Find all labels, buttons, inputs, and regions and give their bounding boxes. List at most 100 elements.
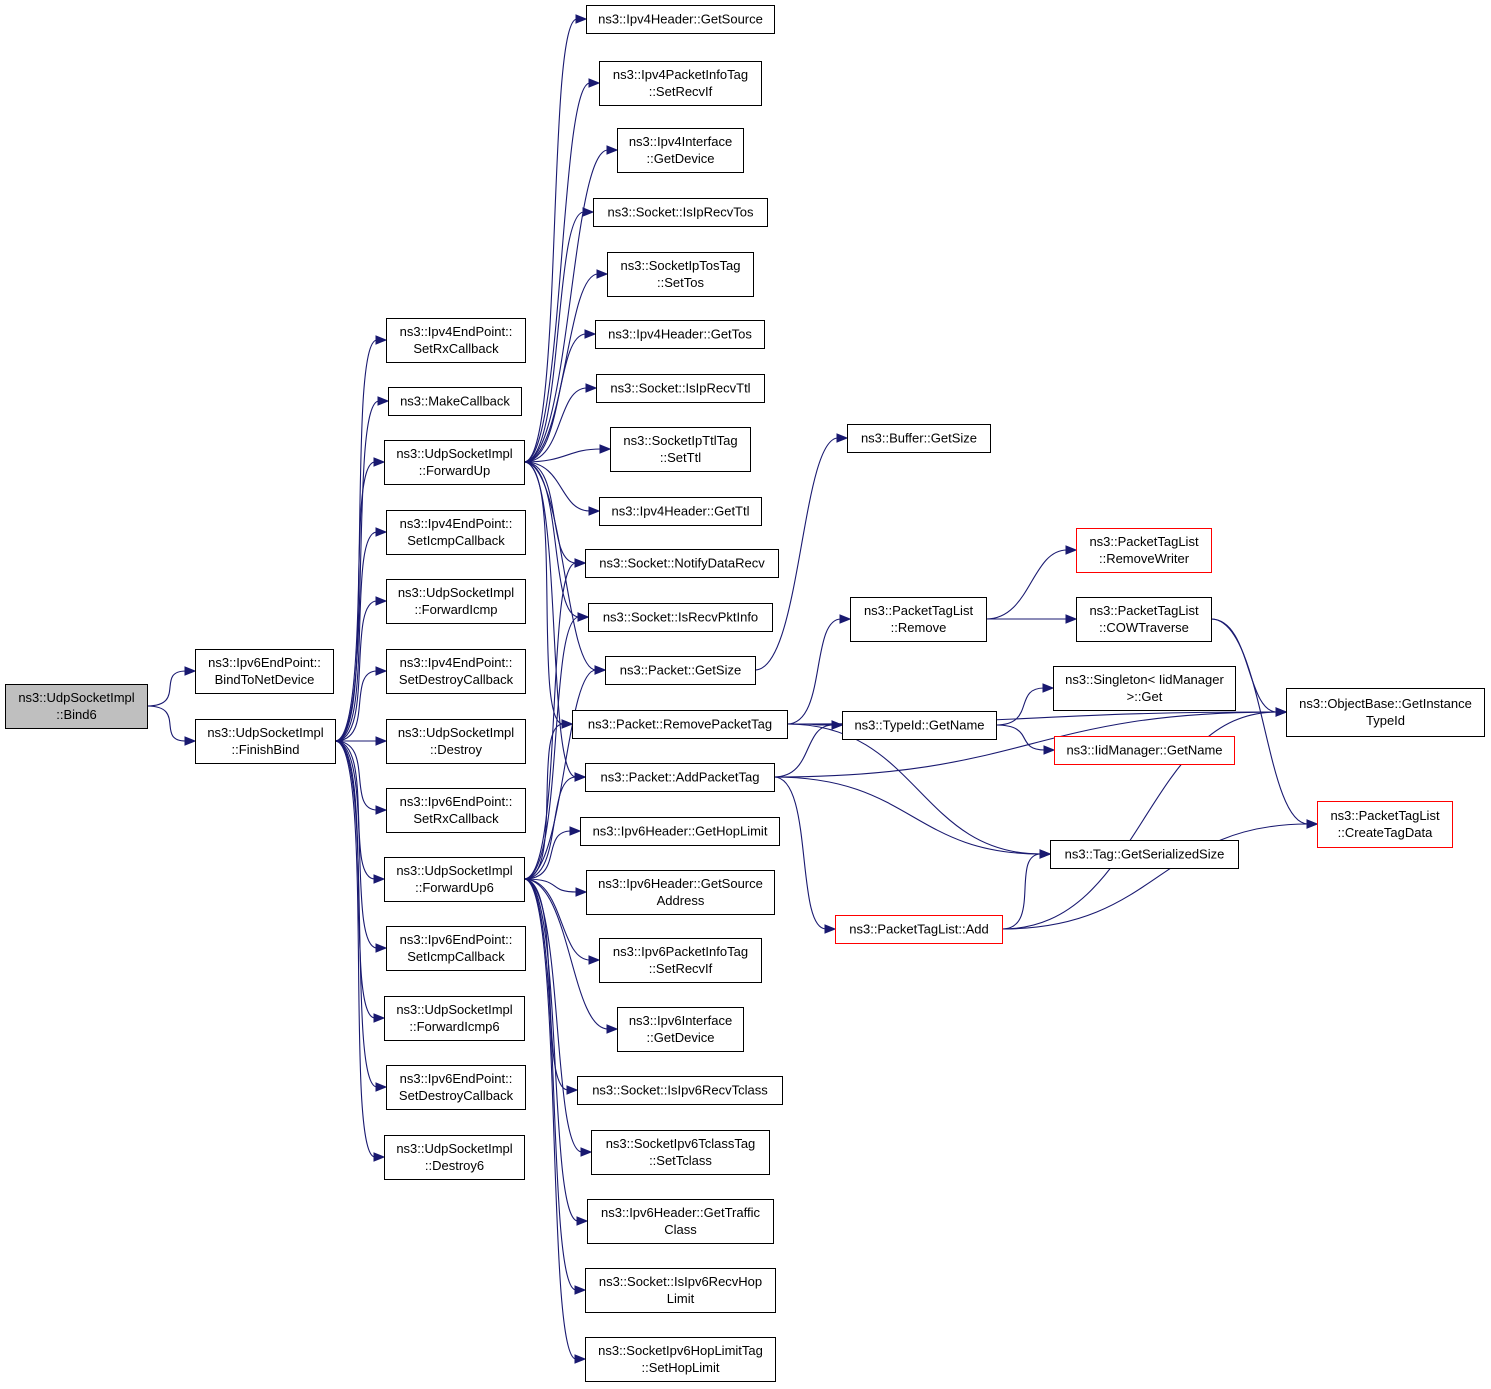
edge-bind6-to-finishbind	[146, 705, 187, 742]
node-label: ns3::Ipv4Header::GetTos	[608, 327, 752, 342]
edge-forwardup6-to-sockipv6hoplimittag-sethoplimit	[523, 878, 577, 1360]
node-forwardup6[interactable]: ns3::UdpSocketImpl::ForwardUp6	[384, 857, 525, 902]
node-label: ns3::Ipv6EndPoint::	[400, 794, 513, 809]
arrowhead	[594, 665, 607, 675]
node-ipv6ep-setdestroy[interactable]: ns3::Ipv6EndPoint::SetDestroyCallback	[386, 1065, 526, 1110]
node-ipv6h-gethoplimit[interactable]: ns3::Ipv6Header::GetHopLimit	[580, 817, 780, 846]
node-socket-isiprecvtos[interactable]: ns3::Socket::IsIpRecvTos	[593, 198, 768, 227]
node-ptl-cowtraverse[interactable]: ns3::PacketTagList::COWTraverse	[1076, 597, 1212, 642]
node-label: >::Get	[1127, 689, 1163, 704]
node-packet-addpackettag[interactable]: ns3::Packet::AddPacketTag	[585, 763, 775, 792]
node-ipv6ep-setrx[interactable]: ns3::Ipv6EndPoint::SetRxCallback	[386, 788, 526, 833]
edge-packet-addpackettag-to-typeid-getname	[773, 724, 834, 778]
arrowhead	[584, 329, 597, 339]
node-box	[384, 996, 525, 1041]
edge-forwardup-to-ipv4h-getsource	[523, 18, 578, 463]
node-box	[585, 1337, 776, 1382]
node-sockipv6hoplimittag-sethoplimit[interactable]: ns3::SocketIpv6HopLimitTag::SetHopLimit	[585, 1337, 776, 1382]
edge-forwardup6-to-socket-isipv6recvtclass	[523, 878, 569, 1091]
node-label: ::SetHopLimit	[641, 1360, 719, 1375]
node-packet-removepackettag[interactable]: ns3::Packet::RemovePacketTag	[572, 710, 788, 739]
node-ipv4ep-setrx[interactable]: ns3::Ipv4EndPoint::SetRxCallback	[386, 318, 526, 363]
arrowhead	[836, 433, 849, 443]
node-ptl-removewriter[interactable]: ns3::PacketTagList::RemoveWriter	[1076, 528, 1212, 573]
node-box	[386, 510, 526, 555]
node-forwardicmp6[interactable]: ns3::UdpSocketImpl::ForwardIcmp6	[384, 996, 525, 1041]
node-box	[599, 61, 762, 106]
node-label: ns3::Socket::IsIpv6RecvHop	[599, 1274, 762, 1289]
node-sockiptostag-settos[interactable]: ns3::SocketIpTosTag::SetTos	[607, 252, 754, 297]
node-socket-isipv6recvtclass[interactable]: ns3::Socket::IsIpv6RecvTclass	[577, 1076, 783, 1105]
arrowhead	[588, 955, 601, 965]
node-ipv4pit-setrecvif[interactable]: ns3::Ipv4PacketInfoTag::SetRecvIf	[599, 61, 762, 106]
node-label: ns3::Ipv6EndPoint::	[400, 932, 513, 947]
node-label: ns3::PacketTagList	[1089, 603, 1199, 618]
node-socket-isiprecvttl[interactable]: ns3::Socket::IsIpRecvTtl	[596, 374, 765, 403]
node-label: ns3::UdpSocketImpl	[18, 690, 134, 705]
node-label: ns3::Tag::GetSerializedSize	[1065, 847, 1225, 862]
node-destroy6[interactable]: ns3::UdpSocketImpl::Destroy6	[384, 1135, 525, 1180]
node-ipv6ep-seticmp[interactable]: ns3::Ipv6EndPoint::SetIcmpCallback	[386, 926, 526, 971]
node-finishbind[interactable]: ns3::UdpSocketImpl::FinishBind	[195, 719, 336, 764]
node-ipv6pit-setrecvif[interactable]: ns3::Ipv6PacketInfoTag::SetRecvIf	[599, 938, 762, 983]
node-box	[585, 549, 779, 578]
node-typeid-getname[interactable]: ns3::TypeId::GetName	[842, 711, 997, 740]
node-box	[386, 1065, 526, 1110]
node-destroy[interactable]: ns3::UdpSocketImpl::Destroy	[386, 719, 526, 764]
node-iidmanager-getname[interactable]: ns3::IidManager::GetName	[1054, 736, 1235, 765]
node-ipv4if-getdevice[interactable]: ns3::Ipv4Interface::GetDevice	[617, 128, 744, 173]
node-box	[842, 711, 997, 740]
arrowhead	[824, 924, 837, 934]
node-ipv6if-getdevice[interactable]: ns3::Ipv6Interface::GetDevice	[617, 1007, 744, 1052]
node-box	[572, 710, 788, 739]
node-socket-isrecvpktinfo[interactable]: ns3::Socket::IsRecvPktInfo	[588, 603, 773, 632]
node-ipv4h-getttl[interactable]: ns3::Ipv4Header::GetTtl	[599, 497, 762, 526]
node-sockipttltag-setttl[interactable]: ns3::SocketIpTtlTag::SetTtl	[610, 427, 751, 472]
arrowhead	[184, 736, 197, 746]
arrowhead	[377, 396, 390, 406]
node-buffer-getsize[interactable]: ns3::Buffer::GetSize	[847, 424, 991, 453]
node-ipv4h-getsource[interactable]: ns3::Ipv4Header::GetSource	[586, 5, 775, 34]
node-socket-notifydatarecv[interactable]: ns3::Socket::NotifyDataRecv	[585, 549, 779, 578]
node-bindtonet[interactable]: ns3::Ipv6EndPoint::BindToNetDevice	[195, 649, 334, 694]
node-box	[586, 5, 775, 34]
node-label: ::SetTtl	[660, 450, 701, 465]
edge-packet-removepackettag-to-tag-getserializedsize	[786, 723, 1042, 855]
node-ptl-remove[interactable]: ns3::PacketTagList::Remove	[850, 597, 987, 642]
arrowhead	[373, 1013, 386, 1023]
node-box	[1076, 597, 1212, 642]
node-packet-getsize[interactable]: ns3::Packet::GetSize	[605, 656, 756, 685]
arrowhead	[375, 805, 388, 815]
node-box	[386, 318, 526, 363]
node-forwardicmp[interactable]: ns3::UdpSocketImpl::ForwardIcmp	[386, 579, 526, 624]
node-box	[591, 1130, 770, 1175]
node-label: ::COWTraverse	[1099, 620, 1189, 635]
node-tag-getserializedsize[interactable]: ns3::Tag::GetSerializedSize	[1050, 840, 1239, 869]
node-ptl-add[interactable]: ns3::PacketTagList::Add	[835, 915, 1003, 944]
arrowhead	[575, 14, 588, 24]
node-sockipv6tclasstag-settclass[interactable]: ns3::SocketIpv6TclassTag::SetTclass	[591, 1130, 770, 1175]
node-ipv4ep-setdestroy[interactable]: ns3::Ipv4EndPoint::SetDestroyCallback	[386, 649, 526, 694]
node-label: ns3::SocketIpv6TclassTag	[606, 1136, 756, 1151]
node-label: ns3::SocketIpTosTag	[621, 258, 741, 273]
arrowhead	[596, 269, 609, 279]
node-label: ::SetRecvIf	[649, 84, 713, 99]
node-bind6[interactable]: ns3::UdpSocketImpl::Bind6	[5, 684, 148, 729]
node-box	[596, 374, 765, 403]
node-singleton-get[interactable]: ns3::Singleton< IidManager>::Get	[1053, 666, 1236, 711]
node-makecallback[interactable]: ns3::MakeCallback	[388, 387, 522, 416]
edge-packet-removepackettag-to-ptl-remove	[786, 618, 842, 725]
node-box	[585, 1268, 776, 1313]
node-ipv4ep-seticmp[interactable]: ns3::Ipv4EndPoint::SetIcmpCallback	[386, 510, 526, 555]
node-label: ::Destroy	[430, 742, 483, 757]
node-forwardup[interactable]: ns3::UdpSocketImpl::ForwardUp	[384, 440, 525, 485]
edge-forwardup-to-packet-getsize	[523, 461, 597, 671]
node-ptl-createtagdata[interactable]: ns3::PacketTagList::CreateTagData	[1317, 801, 1453, 848]
node-box	[605, 656, 756, 685]
node-ipv4h-gettos[interactable]: ns3::Ipv4Header::GetTos	[595, 320, 765, 349]
